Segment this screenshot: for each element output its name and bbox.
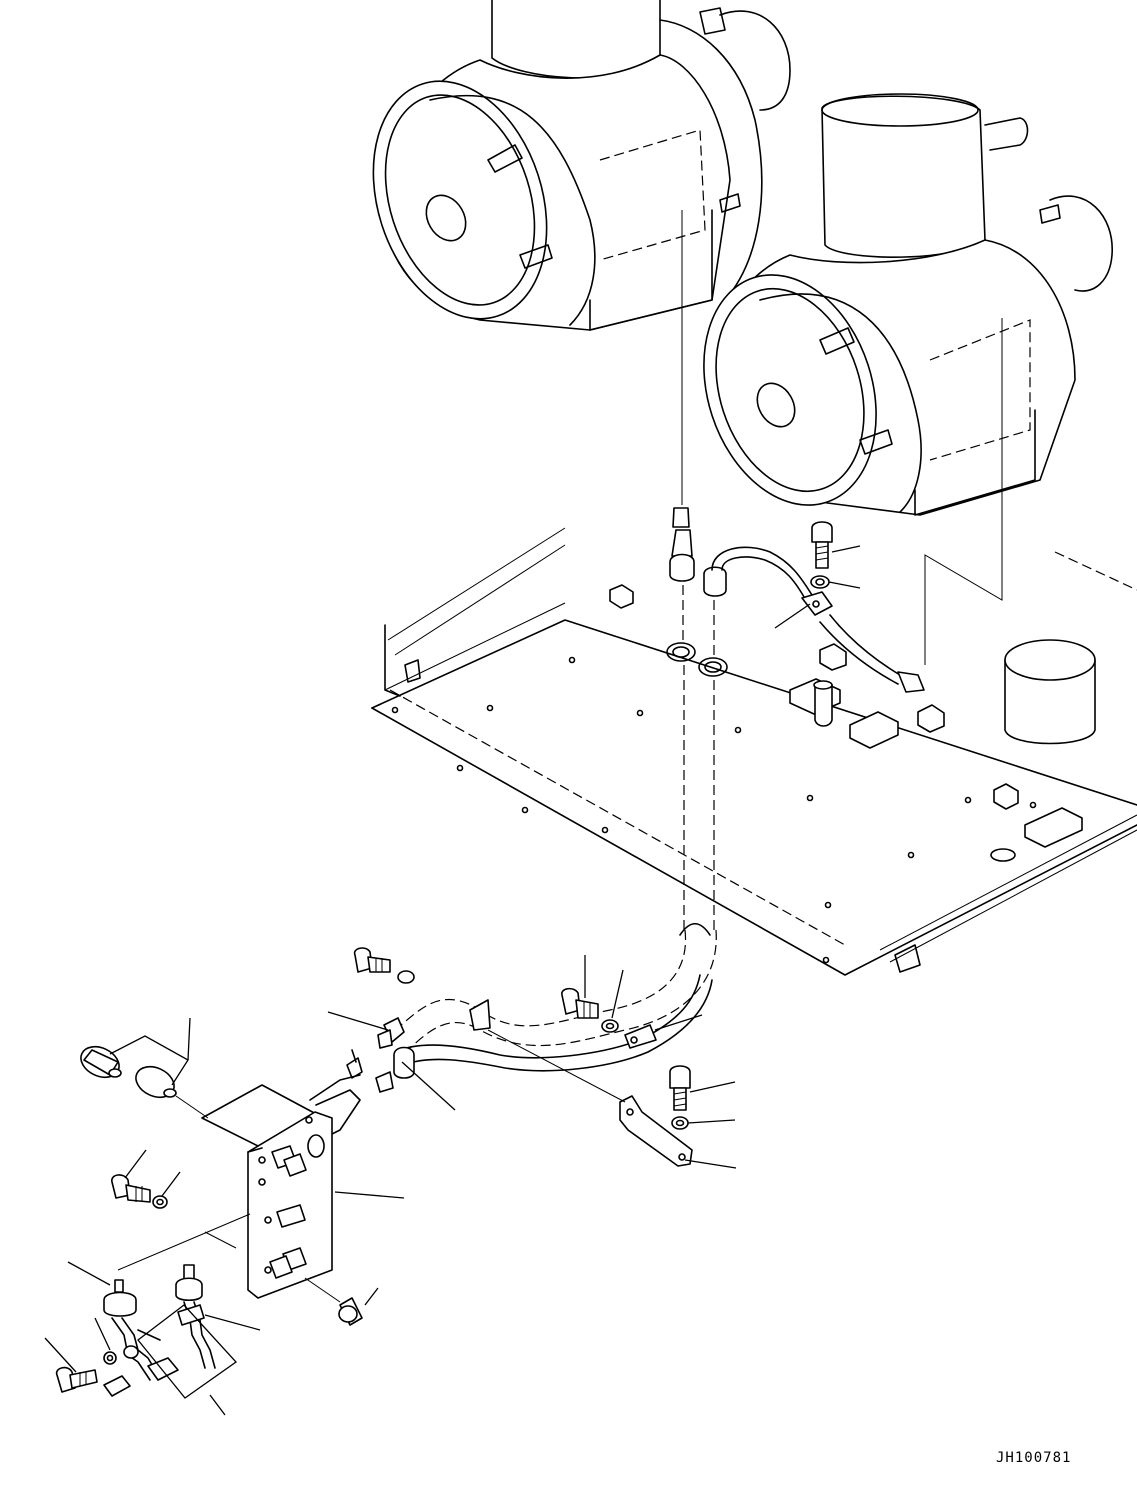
- bolt-left: [355, 948, 414, 983]
- bolt-upper: [811, 522, 832, 588]
- hose-assembly: [667, 210, 1002, 930]
- air-cleaner-upper: [344, 0, 790, 341]
- mount-hole: [393, 658, 1036, 963]
- sensor-brackets: [104, 1214, 250, 1398]
- bolt-panel: [112, 1175, 167, 1208]
- mount-pin: [814, 681, 832, 726]
- cap: [305, 1278, 362, 1325]
- bolt-bottom: [57, 1352, 116, 1392]
- air-cleaner-lower: [676, 94, 1113, 528]
- floor-plate: [372, 528, 1137, 975]
- hose-fittings: [310, 1018, 414, 1145]
- sensor-panel: [202, 1085, 332, 1298]
- pressure-switch: [76, 1018, 208, 1118]
- bolt-right: [670, 1066, 690, 1129]
- bracket: [620, 1096, 692, 1166]
- drawing-id: JH100781: [996, 1450, 1072, 1466]
- cylinder: [1005, 640, 1095, 744]
- bolt-middle: [562, 989, 618, 1032]
- lower-hoses: [395, 924, 716, 1071]
- leader-lines: [45, 546, 860, 1415]
